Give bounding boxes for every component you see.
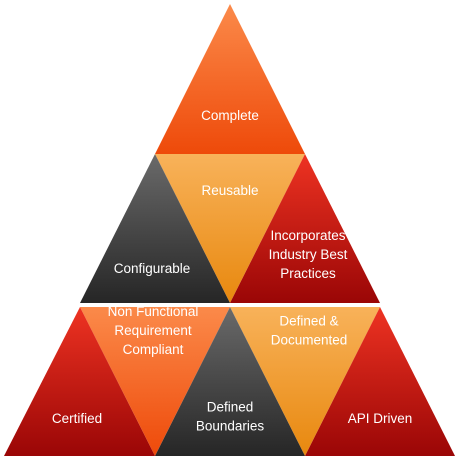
- label-line: Incorporates: [270, 228, 345, 243]
- label-line: Certified: [52, 411, 102, 426]
- triangle-defined-documented: [230, 307, 380, 456]
- label-line: Non Functional: [108, 304, 199, 319]
- triangle-certified: [4, 307, 155, 456]
- label-configurable: Configurable: [114, 261, 191, 276]
- label-reusable: Reusable: [201, 183, 258, 198]
- label-line: Defined: [207, 400, 254, 415]
- label-line: Boundaries: [196, 419, 265, 434]
- label-api-driven: API Driven: [348, 411, 413, 426]
- triangle-nfr-compliant: [80, 307, 230, 456]
- label-line: Reusable: [201, 183, 258, 198]
- label-certified: Certified: [52, 411, 102, 426]
- triangle-reusable: [155, 154, 305, 303]
- label-line: Requirement: [114, 323, 192, 338]
- label-line: Complete: [201, 108, 259, 123]
- label-line: Configurable: [114, 261, 191, 276]
- label-line: API Driven: [348, 411, 413, 426]
- label-complete: Complete: [201, 108, 259, 123]
- label-line: Compliant: [123, 342, 184, 357]
- triangle-complete: [155, 4, 305, 154]
- label-defined-documented: Defined & Documented: [271, 314, 348, 348]
- triangle-defined-boundaries: [155, 307, 305, 456]
- triangle-best-practices: [230, 154, 380, 303]
- label-line: Documented: [271, 333, 348, 348]
- label-line: Defined &: [279, 314, 338, 329]
- triangle-configurable: [80, 154, 230, 303]
- label-line: Practices: [280, 266, 336, 281]
- label-line: Industry Best: [269, 247, 348, 262]
- triangle-api-driven: [305, 307, 455, 456]
